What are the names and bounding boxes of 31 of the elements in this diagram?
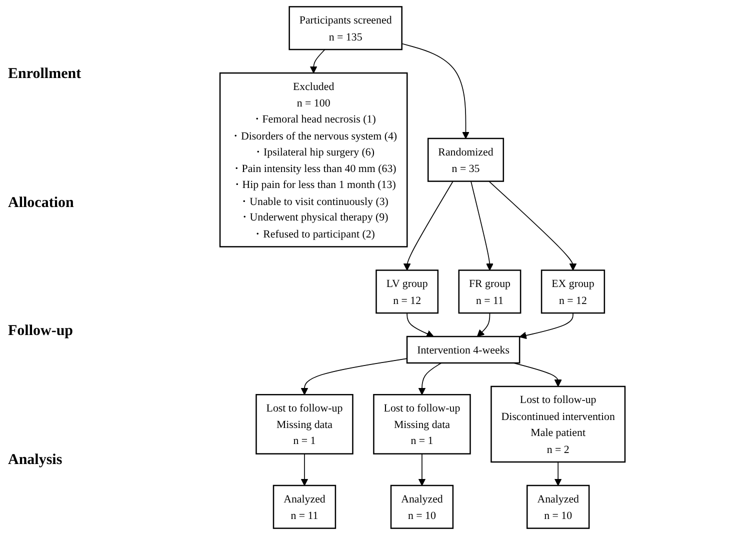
arrow bbox=[513, 362, 562, 387]
phase-label: Allocation bbox=[8, 194, 75, 212]
phase-label: Enrollment bbox=[8, 66, 82, 83]
node-box: Randomized n = 35 bbox=[427, 138, 504, 182]
arrow bbox=[300, 453, 308, 486]
arrow bbox=[418, 453, 426, 486]
node-box: FR group n = 11 bbox=[458, 270, 522, 314]
arrow bbox=[554, 462, 562, 486]
node-box: Participants screened n = 135 bbox=[288, 6, 402, 50]
node-box: Lost to follow-up Missing data n = 1 bbox=[256, 394, 354, 454]
arrow bbox=[418, 362, 442, 395]
node-box: Analyzed n = 10 bbox=[526, 484, 590, 529]
phase-label: Analysis bbox=[8, 452, 64, 470]
arrow bbox=[401, 43, 470, 139]
node-box: Analyzed n = 11 bbox=[272, 484, 336, 529]
arrow bbox=[300, 358, 408, 395]
phase-label: Follow-up bbox=[8, 323, 74, 340]
node-box: Analyzed n = 10 bbox=[390, 484, 454, 529]
node-box: Intervention 4-weeks bbox=[406, 336, 520, 364]
node-box: Lost to follow-up Discontinued intervention Male patient n = 2 bbox=[490, 386, 626, 463]
node-box: EX group n = 12 bbox=[540, 270, 606, 314]
arrow bbox=[310, 49, 326, 74]
arrow bbox=[403, 180, 454, 271]
node-box: Lost to follow-up Missing data n = 1 bbox=[373, 394, 471, 454]
arrow bbox=[470, 180, 494, 271]
arrow bbox=[488, 180, 577, 271]
arrow bbox=[406, 312, 434, 338]
arrow bbox=[476, 312, 490, 337]
node-box: LV group n = 12 bbox=[376, 270, 439, 314]
node-box: Excluded n = 100 ・Femoral head necrosis (1) ・Disorders of the nervous system (4) ・Ipsilateral hip surgery (6) ・Pain intensity less than 40 mm (63) ・Hip pain for less than 1 month (13) ・Unable to visit continuously (3) ・Underwent physical therapy (9) ・Refused to participant (2) bbox=[219, 72, 408, 248]
arrow bbox=[519, 312, 574, 340]
